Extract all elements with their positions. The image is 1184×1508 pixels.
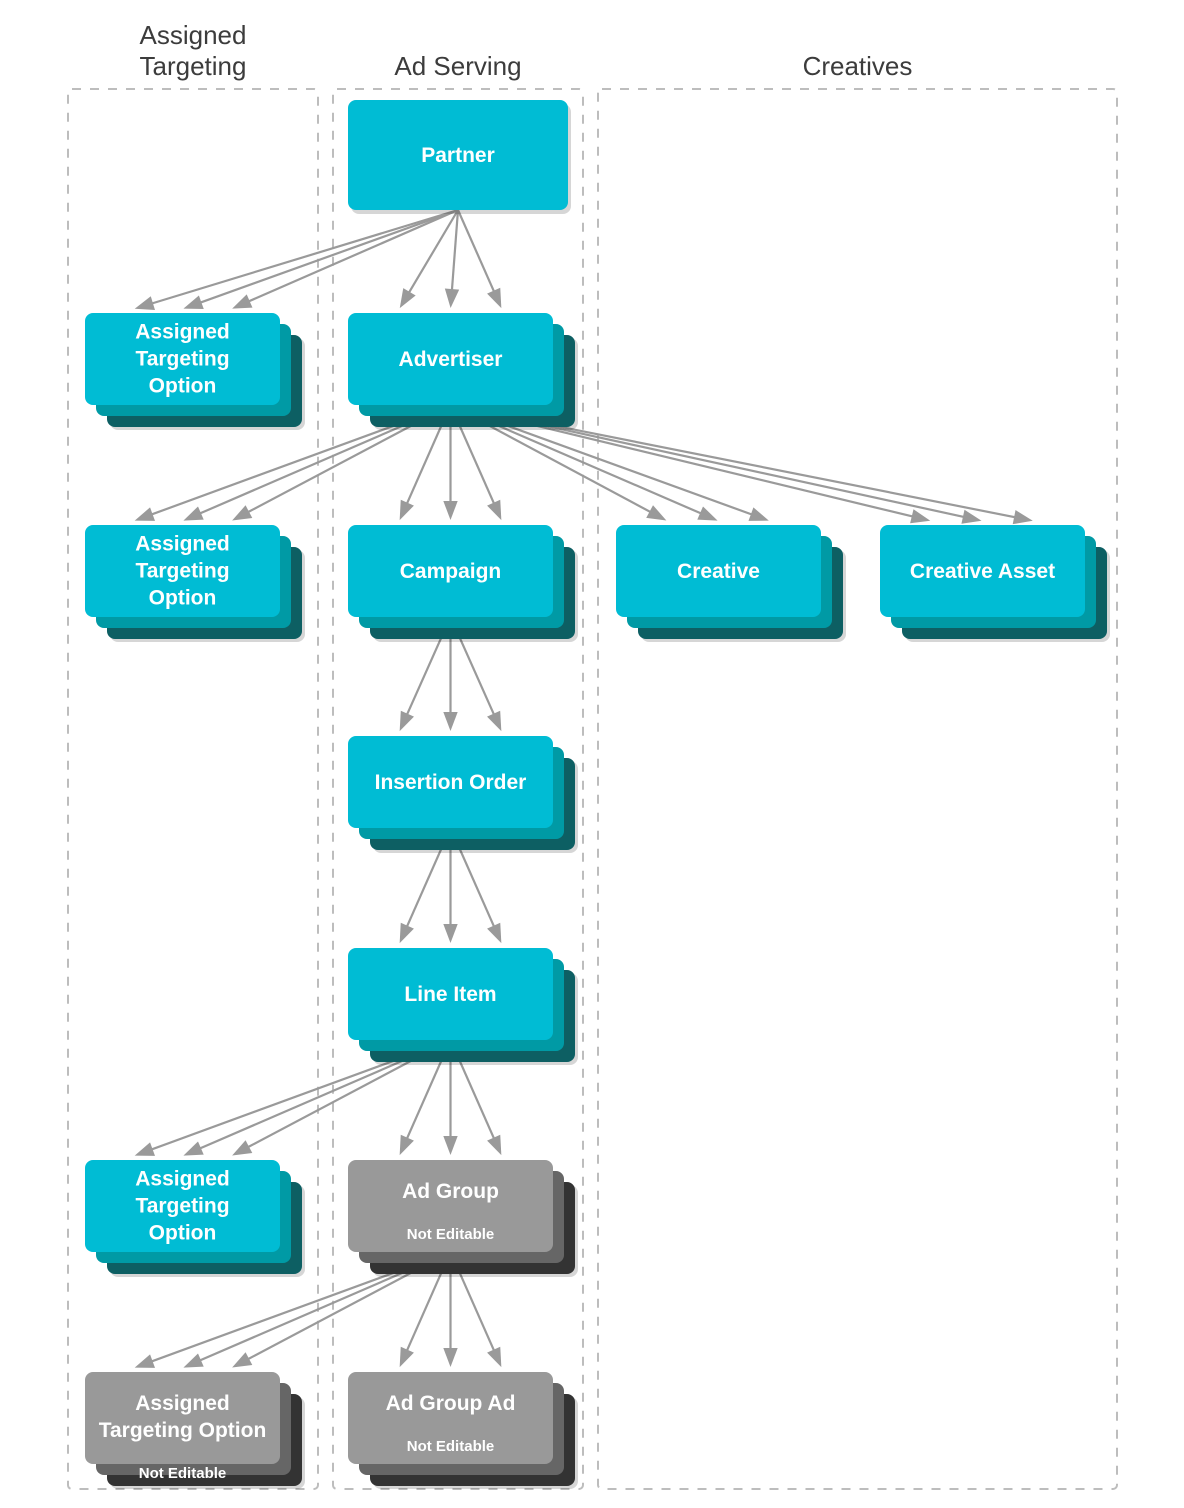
node-label: Assigned	[135, 1392, 230, 1415]
node-line-item[interactable]: Line Item	[348, 948, 578, 1065]
card-face[interactable]	[348, 736, 553, 828]
node-label: Creative Asset	[910, 560, 1055, 583]
node-label: Line Item	[404, 983, 496, 1006]
card-face[interactable]	[880, 525, 1085, 617]
group-boundary-assigned-targeting	[67, 88, 319, 1490]
node-sublabel-not-editable: Not Editable	[139, 1465, 227, 1482]
card-face[interactable]	[348, 1160, 553, 1252]
node-label: Targeting Option	[99, 1419, 267, 1442]
node-label: Option	[149, 375, 217, 398]
group-boundary-ad-serving	[332, 88, 584, 1490]
group-title-assigned-targeting: Targeting	[140, 51, 247, 81]
node-sublabel-not-editable: Not Editable	[407, 1438, 495, 1455]
node-label: Ad Group	[402, 1180, 499, 1203]
node-insertion-order[interactable]: Insertion Order	[348, 736, 578, 853]
node-label: Partner	[421, 144, 495, 167]
node-label: Assigned	[135, 321, 230, 344]
node-label: Creative	[677, 560, 760, 583]
node-label: Option	[149, 1222, 217, 1245]
node-label: Campaign	[400, 560, 502, 583]
group-boundary-creatives	[597, 88, 1118, 1490]
card-face[interactable]	[348, 1372, 553, 1464]
card-face[interactable]	[85, 1160, 280, 1252]
node-label: Assigned	[135, 533, 230, 556]
group-title-creatives: Creatives	[803, 51, 913, 81]
node-label: Targeting	[135, 1195, 229, 1218]
node-creative[interactable]: Creative	[616, 525, 846, 642]
node-label: Option	[149, 587, 217, 610]
group-title-ad-serving: Ad Serving	[394, 51, 521, 81]
node-label: Targeting	[135, 348, 229, 371]
node-label: Targeting	[135, 560, 229, 583]
card-face[interactable]	[85, 1372, 280, 1464]
node-label: Ad Group Ad	[386, 1392, 516, 1415]
card-face[interactable]	[348, 313, 553, 405]
node-advertiser[interactable]: Advertiser	[348, 313, 578, 430]
card-face[interactable]	[348, 100, 568, 210]
node-label: Advertiser	[399, 348, 503, 371]
node-ad-group-ad[interactable]: Ad Group Ad Not Editable	[348, 1372, 578, 1489]
card-face[interactable]	[616, 525, 821, 617]
card-face[interactable]	[85, 525, 280, 617]
node-label: Insertion Order	[375, 771, 527, 794]
node-sublabel-not-editable: Not Editable	[407, 1226, 495, 1243]
group-ad-serving: Ad Serving	[332, 51, 584, 1490]
card-face[interactable]	[85, 313, 280, 405]
group-title-assigned-targeting: Assigned	[140, 20, 247, 50]
node-creative-asset[interactable]: Creative Asset	[880, 525, 1110, 642]
node-label: Assigned	[135, 1168, 230, 1191]
node-campaign[interactable]: Campaign	[348, 525, 578, 642]
card-face[interactable]	[348, 948, 553, 1040]
node-partner[interactable]: Partner	[348, 100, 571, 214]
card-face[interactable]	[348, 525, 553, 617]
group-creatives: Creatives	[597, 51, 1118, 1490]
